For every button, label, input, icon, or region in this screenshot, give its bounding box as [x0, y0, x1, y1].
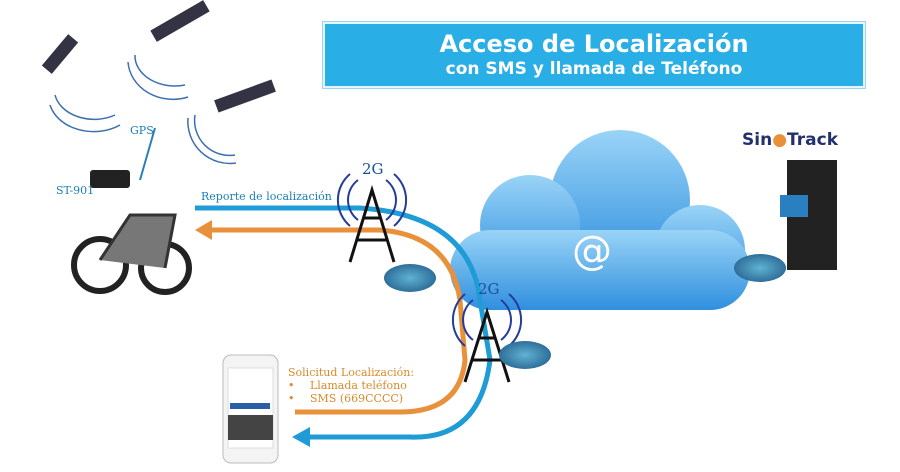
satellite-icon: [41, 0, 276, 113]
gps-label: GPS: [130, 124, 154, 137]
tower1-label: 2G: [362, 160, 384, 178]
phone-image: [222, 354, 279, 464]
request-title: Solicitud Localización:: [288, 366, 415, 379]
cloud-icon: [450, 130, 750, 310]
blue-link: [195, 205, 493, 440]
signal-waves-icon: [49, 54, 237, 165]
device-label: ST-901: [56, 184, 95, 197]
router-icon: [384, 254, 786, 369]
tower-icon: [348, 184, 511, 383]
tower2-label: 2G: [478, 280, 500, 298]
cloud-at-symbol: @: [572, 228, 612, 274]
gps-arrow: [139, 127, 156, 181]
subtitle: con SMS y llamada de Teléfono: [445, 59, 743, 79]
title-banner: Acceso de Localización con SMS y llamada…: [323, 22, 865, 88]
request-item: SMS (669CCCC): [288, 392, 414, 405]
radio-waves-icon: [336, 173, 523, 347]
server-icon: [780, 160, 837, 270]
request-info: Solicitud Localización: Llamada teléfono…: [288, 366, 414, 405]
motorcycle-image: [71, 170, 192, 295]
sinotrack-logo: Sin●Track: [742, 130, 838, 150]
request-item: Llamada teléfono: [288, 379, 414, 392]
report-label: Reporte de localización: [201, 190, 332, 203]
title: Acceso de Localización: [439, 30, 749, 58]
